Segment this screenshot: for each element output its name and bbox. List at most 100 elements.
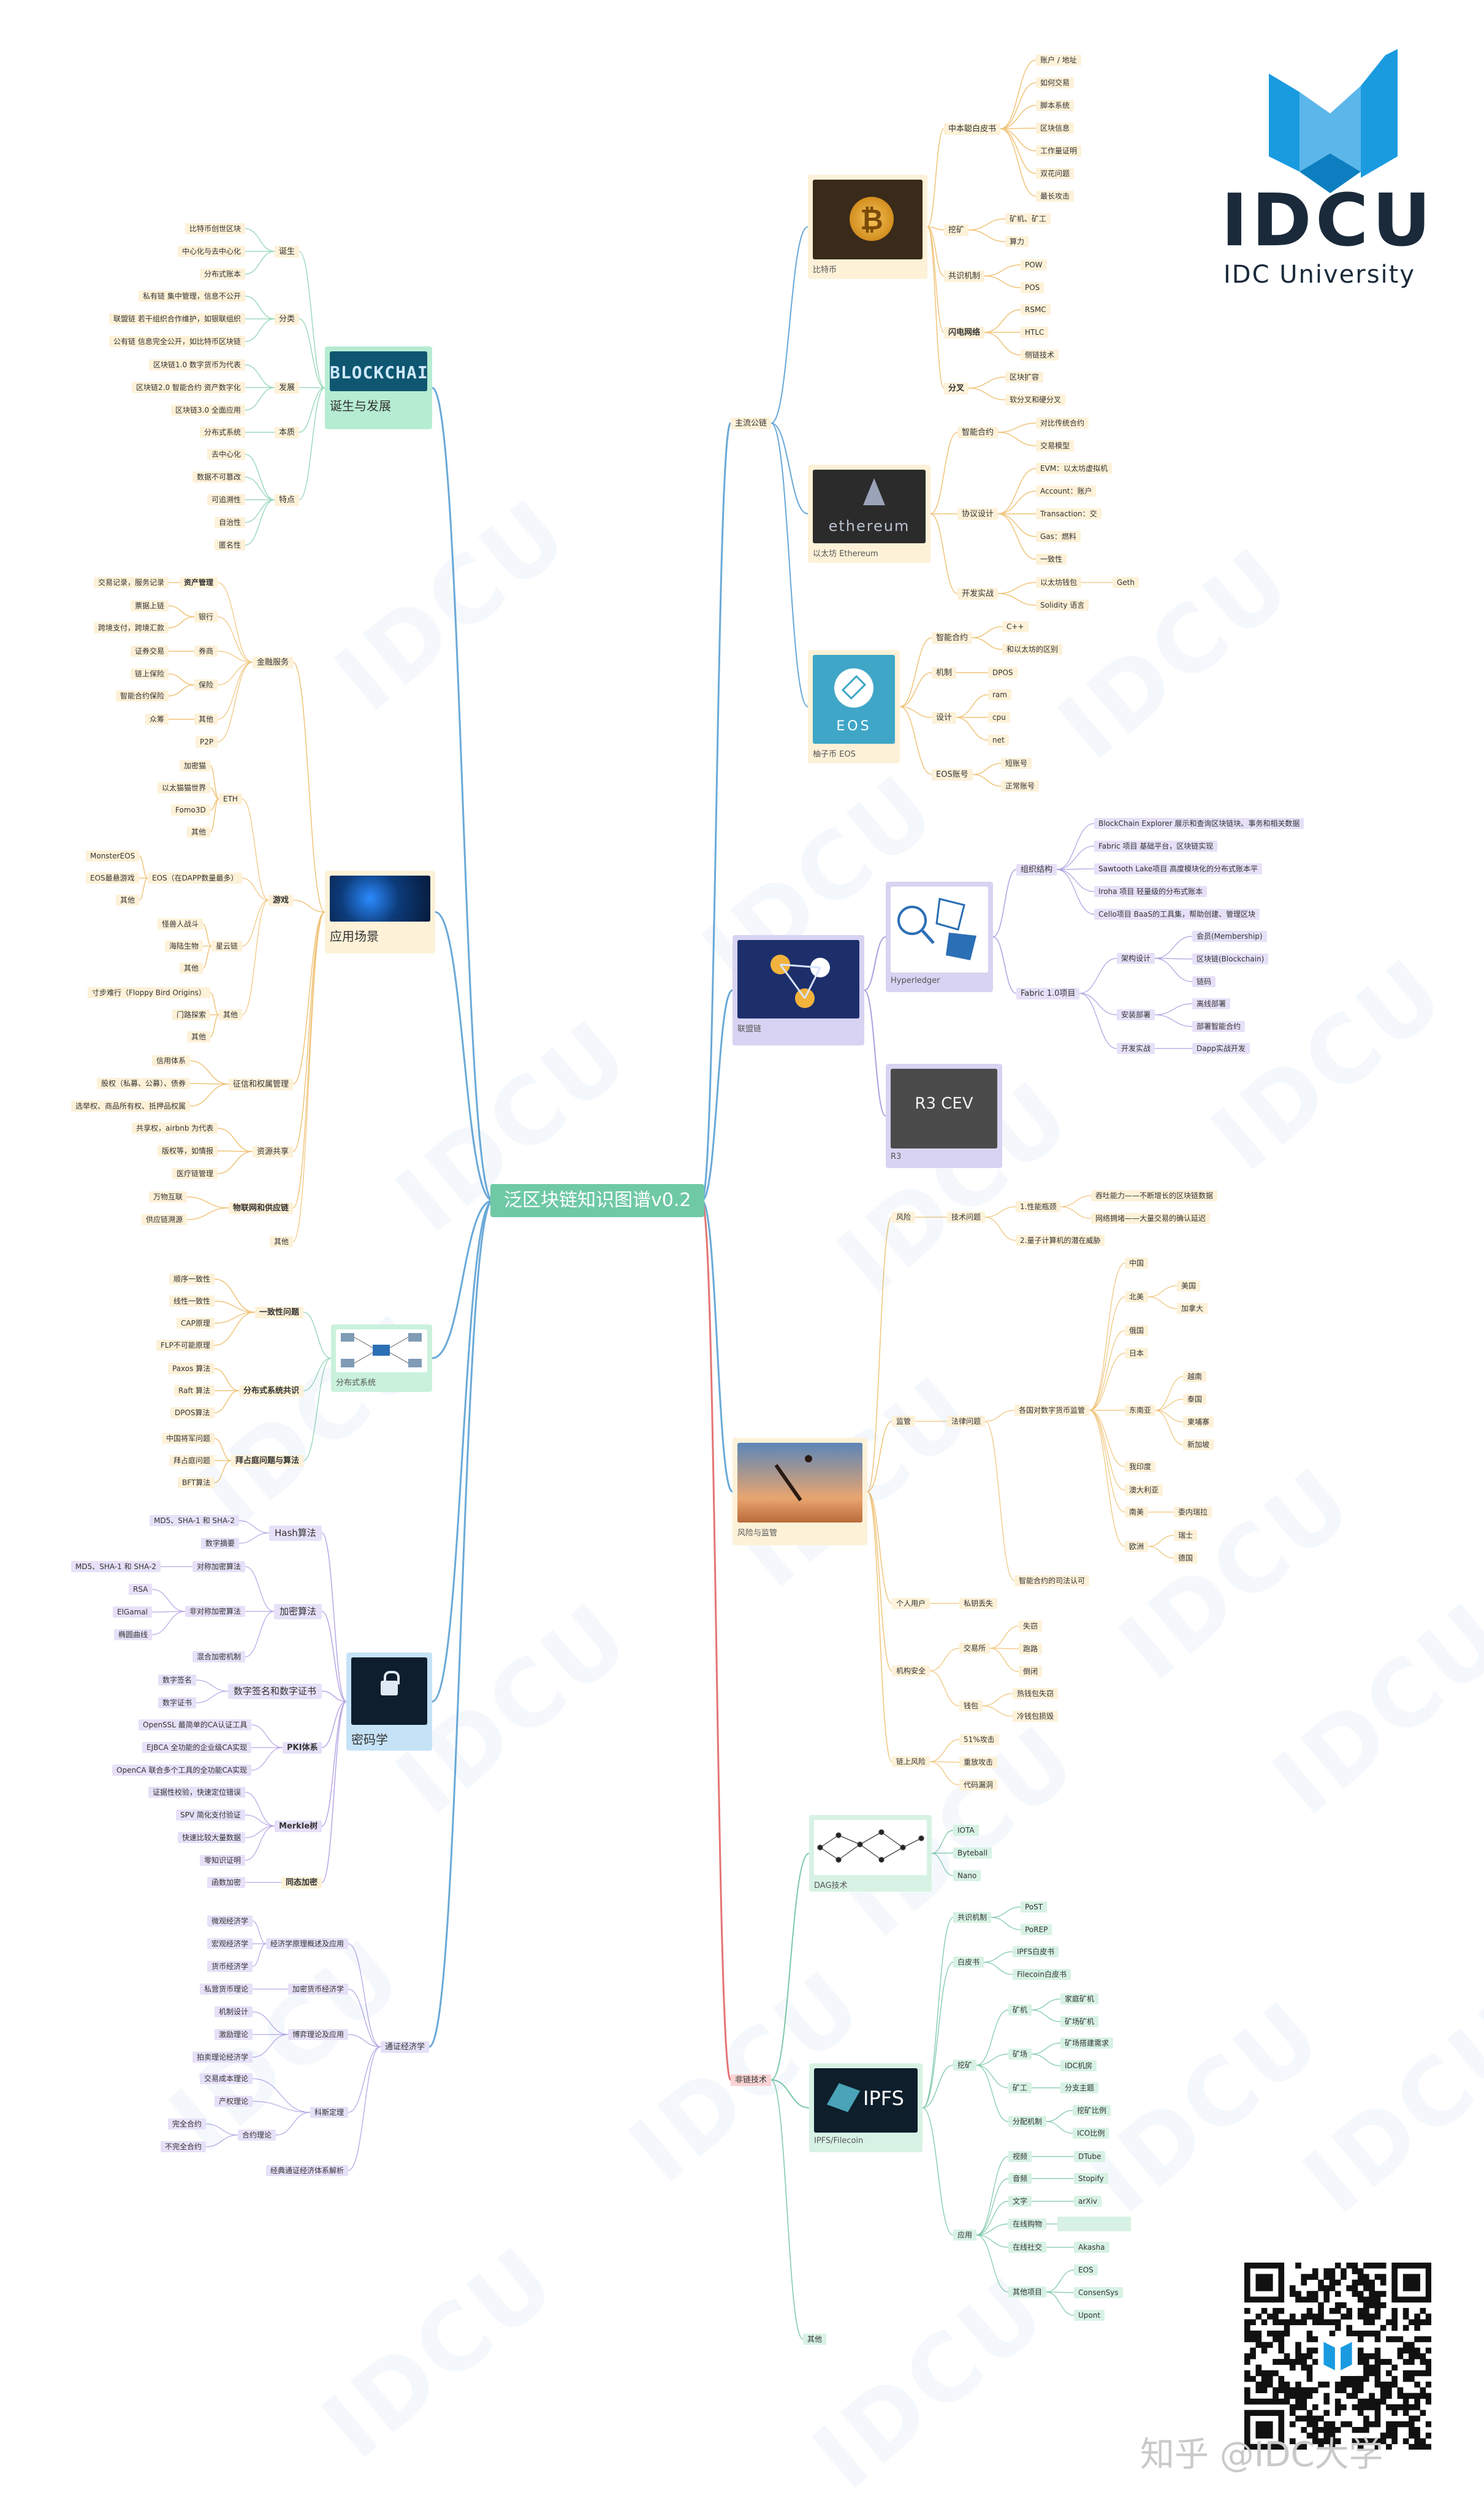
finance-sub[interactable]: 券商 [194, 646, 218, 657]
ipfs-mining-sub[interactable]: 矿工 [1008, 2082, 1032, 2093]
risk-exchange-item[interactable]: 失窃 [1019, 1621, 1043, 1632]
btc-consensus-item[interactable]: POW [1021, 259, 1047, 270]
ipfs-app-item[interactable]: Upont [1074, 2310, 1105, 2321]
dist-item[interactable]: 中国将军问题 [162, 1433, 215, 1444]
game-item[interactable]: EOS最悬游戏 [86, 873, 139, 884]
ipfs-app-item[interactable]: Akasha [1074, 2242, 1109, 2253]
cert-group[interactable]: 征信和权属管理 [229, 1078, 294, 1090]
hyper-org-item[interactable]: Sawtooth Lake项目 高度模块化的分布式账本平 [1094, 863, 1263, 874]
hyper-org[interactable]: 组织结构 [1016, 863, 1057, 876]
reg-eu-item[interactable]: 德国 [1174, 1553, 1198, 1564]
fabric-arch[interactable]: 架构设计 [1117, 953, 1155, 964]
fabric-deploy-item[interactable]: 部署智能合约 [1192, 1021, 1246, 1032]
finance-item[interactable]: 证券交易 [131, 646, 169, 657]
game-item[interactable]: 其他 [187, 1031, 211, 1042]
game-group[interactable]: 游戏 [268, 894, 294, 906]
game-item[interactable]: 加密猫 [180, 760, 211, 771]
reg-country-item[interactable]: 南美 [1125, 1507, 1149, 1518]
econ-group[interactable]: 通证经济学 [381, 2041, 430, 2053]
fabric-dev-item[interactable]: Dapp实战开发 [1192, 1043, 1250, 1054]
risk-card[interactable]: 风险与监管 [732, 1438, 867, 1545]
birth-item[interactable]: 中心化与去中心化 [178, 246, 246, 257]
dist-item[interactable]: 顺序一致性 [169, 1274, 215, 1285]
enc-sym[interactable]: 对称加密算法 [192, 1561, 246, 1572]
main-chain-group[interactable]: 主流公链 [731, 417, 772, 429]
fabric-dev[interactable]: 开发实战 [1117, 1043, 1155, 1054]
btc-wp-item[interactable]: 脚本系统 [1036, 100, 1075, 111]
share-item[interactable]: 共享权，airbnb 为代表 [132, 1123, 218, 1134]
finance-sub[interactable]: 银行 [194, 611, 218, 622]
eth-dev[interactable]: 开发实战 [957, 587, 999, 600]
share-item[interactable]: 版权等，如情报 [158, 1145, 218, 1156]
merkle-group[interactable]: Merkle树 [275, 1820, 322, 1832]
finance-item[interactable]: 交易记录，服务记录 [94, 577, 169, 588]
ipfs-app-sub[interactable]: 视频 [1008, 2151, 1032, 2162]
dist-item[interactable]: Paxos 算法 [168, 1363, 215, 1374]
birth-item[interactable]: 自治性 [215, 517, 246, 528]
ipfs-mining-item[interactable]: 矿场搭建需求 [1060, 2038, 1114, 2049]
eth-dev-item[interactable]: 以太坊钱包 [1036, 577, 1082, 588]
finance-group[interactable]: 金融服务 [253, 656, 294, 668]
finance-item[interactable]: 众筹 [145, 714, 169, 725]
dist-item[interactable]: 拜占庭问题 [169, 1455, 215, 1466]
econ-sub-item[interactable]: 完全合约 [168, 2119, 207, 2130]
risk-tech[interactable]: 技术问题 [947, 1212, 986, 1223]
cert-item[interactable]: 信用体系 [152, 1055, 191, 1066]
enc-sym-item[interactable]: MD5、SHA-1 和 SHA-2 [71, 1561, 161, 1572]
eth-protocol-item[interactable]: 一致性 [1036, 554, 1067, 565]
eos-account[interactable]: EOS账号 [932, 768, 973, 781]
fabric-arch-item[interactable]: 会员(Membership) [1192, 931, 1267, 942]
eth-protocol-item[interactable]: Gas：燃料 [1036, 531, 1081, 542]
homo-item[interactable]: 函数加密 [207, 1877, 246, 1888]
risk-exchange-item[interactable]: 倒闭 [1019, 1666, 1043, 1677]
game-sub[interactable]: 星云链 [211, 941, 243, 952]
hash-group[interactable]: Hash算法 [269, 1525, 322, 1541]
game-item[interactable]: MonsterEOS [86, 850, 140, 862]
btc-fork[interactable]: 分叉 [944, 382, 969, 394]
econ-item[interactable]: 拍卖理论经济学 [192, 2052, 253, 2063]
dist-item[interactable]: Raft 算法 [174, 1385, 215, 1396]
reg-sea-item[interactable]: 柬埔寨 [1183, 1416, 1214, 1427]
right-other[interactable]: 其他 [803, 2334, 827, 2345]
btc-mining[interactable]: 挖矿 [944, 224, 969, 236]
econ-sub-item[interactable]: 不完全合约 [161, 2141, 207, 2152]
reg-country-item[interactable]: 澳大利亚 [1125, 1484, 1163, 1496]
hyper-org-item[interactable]: BlockChain Explorer 展示和查询区块链块、事务和相关数据 [1094, 818, 1304, 829]
merkle-item[interactable]: SPV 简化支付验证 [176, 1809, 245, 1821]
dist-item[interactable]: BFT算法 [178, 1477, 215, 1488]
eth-protocol-item[interactable]: Transaction：交 [1036, 508, 1102, 519]
eth-contract-item[interactable]: 交易模型 [1036, 440, 1075, 451]
cert-item[interactable]: 股权（私募、公募）、债券 [97, 1078, 191, 1089]
merkle-item[interactable]: 快速比较大量数据 [178, 1832, 246, 1843]
dist-item[interactable]: CAP原理 [177, 1318, 215, 1329]
pki-item[interactable]: OpenSSL 最简单的CA认证工具 [139, 1719, 252, 1730]
ipfs-mining-item[interactable]: 挖矿比例 [1073, 2105, 1111, 2116]
apps-other[interactable]: 其他 [270, 1236, 294, 1247]
hyper-org-item[interactable]: Fabric 项目 基础平台，区块链实现 [1094, 841, 1218, 852]
reg-sea-item[interactable]: 越南 [1183, 1371, 1207, 1382]
risk-personal[interactable]: 个人用户 [892, 1598, 930, 1609]
finance-sub[interactable]: 资产管理 [180, 577, 218, 588]
reg-country-item[interactable]: 东南亚 [1125, 1405, 1156, 1416]
econ-item[interactable]: 激励理论 [215, 2029, 253, 2040]
game-item[interactable]: 海陆生物 [165, 941, 204, 952]
risk-exchange[interactable]: 交易所 [959, 1643, 991, 1654]
econ-item[interactable]: 交易成本理论 [200, 2073, 253, 2084]
eos-mech[interactable]: 机制 [932, 667, 957, 679]
risk-perf-item[interactable]: 网络拥堵——大量交易的确认延迟 [1091, 1213, 1211, 1224]
birth-item[interactable]: 匿名性 [215, 540, 246, 551]
ipfs-app-sub[interactable]: 音频 [1008, 2173, 1032, 2184]
ipfs-consensus-item[interactable]: PoST [1021, 1901, 1048, 1912]
enc-asym-item[interactable]: RSA [129, 1584, 153, 1595]
birth-item[interactable]: 数据不可篡改 [192, 472, 246, 483]
ipfs-mining-sub[interactable]: 矿机 [1008, 2004, 1032, 2015]
dist-card[interactable]: 分布式系统 [331, 1324, 432, 1392]
ipfs-mining-item[interactable]: IDC机房 [1060, 2060, 1097, 2071]
risk-chain-item[interactable]: 51%攻击 [959, 1734, 999, 1745]
ipfs-consensus[interactable]: 共识机制 [953, 1912, 992, 1923]
apps-card[interactable]: 应用场景 [325, 871, 435, 953]
eos-design-item[interactable]: cpu [988, 712, 1010, 723]
birth-group[interactable]: 发展 [275, 381, 300, 394]
reg-sea-item[interactable]: 泰国 [1183, 1394, 1207, 1405]
